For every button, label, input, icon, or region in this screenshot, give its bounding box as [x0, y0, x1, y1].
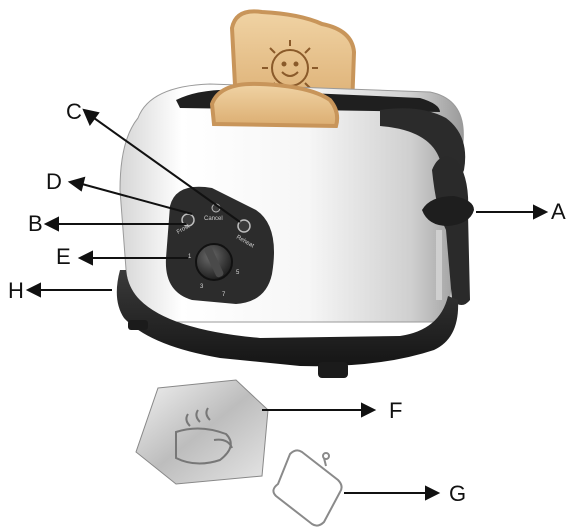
callout-f: F [389, 400, 402, 422]
callout-e: E [56, 246, 71, 268]
callout-h: H [8, 280, 24, 302]
callout-b: B [28, 213, 43, 235]
callout-c: C [66, 101, 82, 123]
cancel-label: Cancel [204, 216, 223, 222]
callout-g: G [449, 483, 466, 505]
callout-d: D [46, 171, 62, 193]
callout-a: A [551, 201, 566, 223]
bun-warmer-rack [273, 450, 341, 525]
crumb-tray [136, 380, 268, 484]
